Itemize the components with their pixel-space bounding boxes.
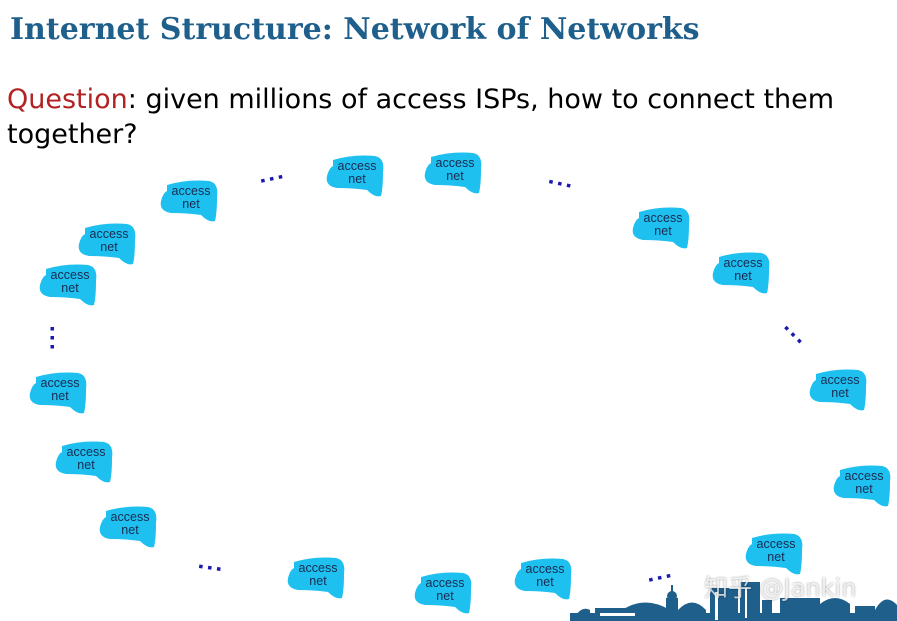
cloud-label-line1: access <box>171 184 211 198</box>
slide-title: Internet Structure: Network of Networks <box>10 12 700 47</box>
cloud-label-line2: net <box>348 172 366 186</box>
ellipsis-dots <box>257 164 287 194</box>
cloud-shape <box>287 557 345 599</box>
cloud-label-line2: net <box>182 197 200 211</box>
cloud-shape <box>632 207 690 249</box>
cloud-shape <box>833 465 891 507</box>
cloud-label-line2: net <box>100 240 118 254</box>
watermark: 知乎 @Jankin <box>704 574 857 602</box>
cloud-label-line1: access <box>298 561 338 575</box>
cloud-label-line1: access <box>110 510 150 524</box>
cloud-shape <box>712 252 770 294</box>
cloud-label-line1: access <box>40 376 80 390</box>
ellipsis-dots <box>545 169 575 199</box>
cloud-shape <box>39 264 97 306</box>
cloud-label-line1: access <box>337 159 377 173</box>
question-body: : given millions of access ISPs, how to … <box>7 84 835 150</box>
cloud-label-line2: net <box>77 458 95 472</box>
cloud-label-line2: net <box>654 224 672 238</box>
cloud-label-line2: net <box>855 482 873 496</box>
ellipsis-dots <box>778 320 808 350</box>
cloud-label-line1: access <box>89 227 129 241</box>
cloud-shape <box>78 223 136 265</box>
cloud-shape <box>745 533 803 575</box>
cloud-shape <box>99 506 157 548</box>
cloud-label-line2: net <box>309 574 327 588</box>
cloud-shape <box>424 152 482 194</box>
cloud-shape <box>29 372 87 414</box>
cloud-shape <box>55 441 113 483</box>
cloud-label-line1: access <box>425 576 465 590</box>
cloud-label-line1: access <box>66 445 106 459</box>
cloud-label-line2: net <box>734 269 752 283</box>
cloud-label-line2: net <box>446 169 464 183</box>
cloud-label-line1: access <box>50 268 90 282</box>
cloud-shape <box>160 180 218 222</box>
question-label: Question <box>7 84 128 115</box>
ellipsis-dots <box>645 563 675 593</box>
ellipsis-dots <box>195 553 225 583</box>
cloud-label-line2: net <box>536 575 554 589</box>
cloud-label-line1: access <box>820 373 860 387</box>
cloud-label-line1: access <box>723 256 763 270</box>
ellipsis-dots <box>37 323 67 353</box>
cloud-label-line2: net <box>767 550 785 564</box>
cloud-label-line2: net <box>831 386 849 400</box>
cloud-shape <box>414 572 472 614</box>
cloud-label-line2: net <box>61 281 79 295</box>
cloud-label-line1: access <box>643 211 683 225</box>
cloud-label-line1: access <box>435 156 475 170</box>
cloud-label-line2: net <box>121 523 139 537</box>
cloud-label-line1: access <box>844 469 884 483</box>
cloud-label-line1: access <box>525 562 565 576</box>
cloud-shape <box>514 558 572 600</box>
cloud-label-line1: access <box>756 537 796 551</box>
question-text: Question: given millions of access ISPs,… <box>7 82 867 152</box>
cloud-shape <box>326 155 384 197</box>
cloud-label-line2: net <box>51 389 69 403</box>
skyline-watermark-image <box>570 582 897 621</box>
cloud-shape <box>809 369 867 411</box>
cloud-label-line2: net <box>436 589 454 603</box>
